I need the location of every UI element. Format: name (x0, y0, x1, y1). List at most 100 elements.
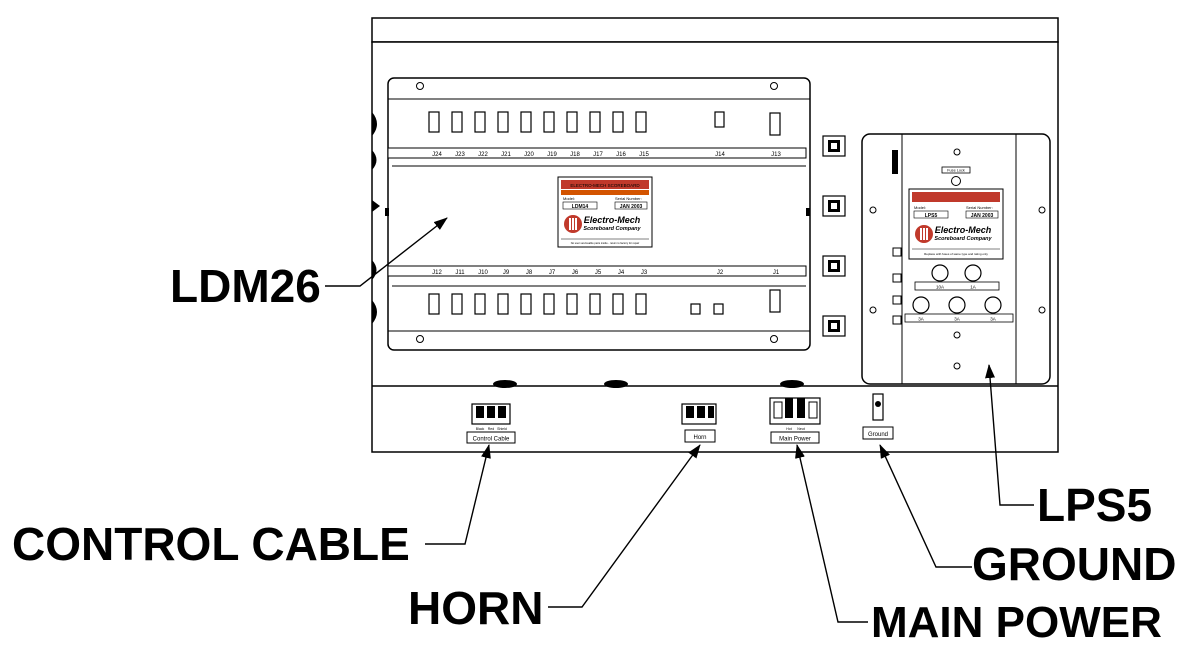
ldm-model-value: LDM14 (572, 204, 589, 210)
ldm-product-label: ELECTRO-MECH SCOREBOARD Model: Serial Nu… (557, 176, 653, 248)
mount-hole (416, 82, 424, 90)
lps-brand-line1: Electro-Mech (935, 225, 992, 235)
callout-main-power: MAIN POWER (871, 598, 1162, 647)
fuse-rating-3a-2: 3A (954, 317, 960, 322)
wire-neut: Neut (797, 427, 804, 431)
connector-label-j12: J12 (432, 270, 442, 276)
fuse-rating-3a-1: 3A (918, 317, 924, 322)
top-connector-strip (387, 147, 807, 159)
fuse-holder (948, 296, 966, 314)
fuse-holder (912, 296, 930, 314)
ground-terminal: Ground (862, 393, 894, 440)
relay-blocks (822, 135, 846, 337)
connector-label-j16: J16 (616, 152, 626, 158)
lps-board: Fuse Lock Model: Serial Number: LPS5 JAN… (861, 133, 1051, 385)
leader-lps (985, 364, 1034, 506)
lps-serial-caption: Serial Number: (966, 205, 993, 210)
ldm-brand-line2: Scoreboard Company (583, 226, 641, 232)
bottom-connectors (428, 289, 781, 315)
ldm-label-footer: No user serviceable parts inside - retur… (571, 241, 640, 245)
ldm-model-caption: Model: (563, 196, 575, 201)
leader-ground (879, 444, 972, 568)
fuse-rating-10a: 10A (936, 285, 944, 290)
leader-lines (325, 217, 1034, 623)
connector-label-j6: J6 (572, 270, 579, 276)
ldm-serial-value: JAN 2003 (620, 204, 643, 210)
connector-label-j23: J23 (455, 152, 465, 158)
leader-main-power (795, 444, 868, 623)
connector-label-j3: J3 (641, 270, 648, 276)
connector-label-j1: J1 (773, 270, 780, 276)
connector-label-j20: J20 (524, 152, 534, 158)
grommets (493, 380, 804, 388)
callout-ground: GROUND (972, 538, 1176, 590)
wire-shield: Shield (497, 427, 507, 431)
connector-label-j18: J18 (570, 152, 580, 158)
connector-label-j14: J14 (715, 152, 725, 158)
callout-control-cable: CONTROL CABLE (12, 518, 410, 570)
top-connector-labels: J24 J23 J22 J21 J20 J19 J18 J17 J16 J15 … (432, 152, 781, 158)
connector-label-j22: J22 (478, 152, 488, 158)
connector-label-j7: J7 (549, 270, 556, 276)
fuse-rating-3a-3: 3A (990, 317, 996, 322)
connector-label-j10: J10 (478, 270, 488, 276)
lps-top-tag: Fuse Lock (947, 169, 965, 173)
horn-terminal: Horn (681, 403, 717, 443)
wire-red: Red (488, 427, 494, 431)
wire-hot: Hot (786, 427, 791, 431)
horn-tag: Horn (693, 435, 706, 441)
ground-tag: Ground (868, 432, 888, 438)
connector-label-j9: J9 (503, 270, 510, 276)
bottom-connector-strip (387, 265, 807, 277)
callout-horn: HORN (408, 582, 543, 634)
connector-label-j4: J4 (618, 270, 625, 276)
relay-block (822, 195, 846, 217)
wire-black: Black (476, 427, 485, 431)
connector-label-j24: J24 (432, 152, 442, 158)
mount-hole (770, 335, 778, 343)
lps-model-value: LPS5 (925, 213, 938, 219)
enclosure-lid (371, 17, 1059, 43)
relay-block (822, 255, 846, 277)
lps-fuses: 10A 1A 3A 3A 3A (904, 264, 1014, 323)
main-power-tag: Main Power (779, 437, 811, 443)
leader-horn (548, 444, 701, 608)
connector-label-j19: J19 (547, 152, 557, 158)
bottom-connector-labels: J12 J11 J10 J9 J8 J7 J6 J5 J4 J3 J2 J1 (432, 270, 780, 276)
mount-hole (770, 82, 778, 90)
ldm-label-warning: ELECTRO-MECH SCOREBOARD (570, 183, 640, 188)
lps-product-label: Model: Serial Number: LPS5 JAN 2003 Elec… (908, 188, 1004, 260)
side-knobs (372, 112, 380, 324)
fuse-rating-1a: 1A (970, 285, 976, 290)
connector-label-j2: J2 (717, 270, 724, 276)
control-cable-tag: Control Cable (473, 437, 510, 443)
lps-label-footer: Replace with fuses of same type and rati… (924, 252, 988, 256)
connector-label-j11: J11 (455, 270, 465, 276)
main-power-terminal: Hot Neut Main Power (769, 397, 821, 444)
connector-label-j13: J13 (771, 152, 781, 158)
control-cable-terminal: Black Red Shield Control Cable (466, 403, 516, 444)
mount-hole (416, 335, 424, 343)
lps-brand-line2: Scoreboard Company (934, 236, 992, 242)
connector-label-j17: J17 (593, 152, 603, 158)
leader-ldm (325, 217, 448, 287)
fuse-holder (931, 264, 949, 282)
relay-block (822, 135, 846, 157)
callout-lps5: LPS5 (1037, 479, 1152, 531)
connector-label-j8: J8 (526, 270, 533, 276)
fuse-holder (984, 296, 1002, 314)
ldm-board: J24 J23 J22 J21 J20 J19 J18 J17 J16 J15 … (385, 77, 811, 351)
callout-ldm26: LDM26 (170, 260, 321, 312)
connector-label-j5: J5 (595, 270, 602, 276)
lps-model-caption: Model: (914, 205, 926, 210)
top-connectors (428, 111, 781, 136)
leader-control-cable (425, 444, 491, 545)
ldm-brand-line1: Electro-Mech (584, 215, 641, 225)
connector-label-j21: J21 (501, 152, 511, 158)
fuse-holder (964, 264, 982, 282)
connector-label-j15: J15 (639, 152, 649, 158)
relay-block (822, 315, 846, 337)
lps-serial-value: JAN 2003 (971, 213, 994, 219)
ldm-serial-caption: Serial Number: (615, 196, 642, 201)
